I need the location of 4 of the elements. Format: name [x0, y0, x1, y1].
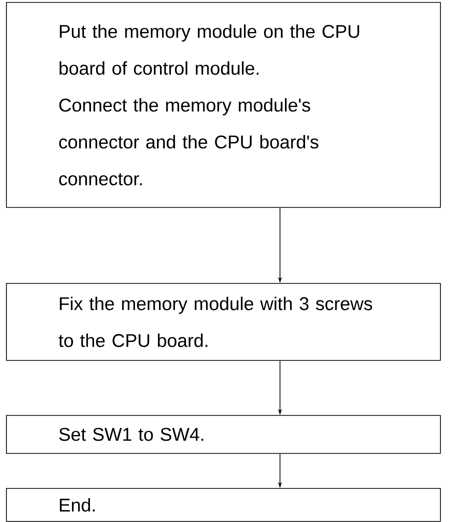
process-box: Fix the memory module with 3 screws to the CPU board. — [6, 283, 441, 361]
process-box: Put the memory module on the CPU board of control module. Connect the memory module's connector and the CPU board's connector. — [6, 2, 441, 208]
process-box: Set SW1 to SW4. — [6, 415, 441, 454]
process-box: End. — [6, 488, 441, 522]
